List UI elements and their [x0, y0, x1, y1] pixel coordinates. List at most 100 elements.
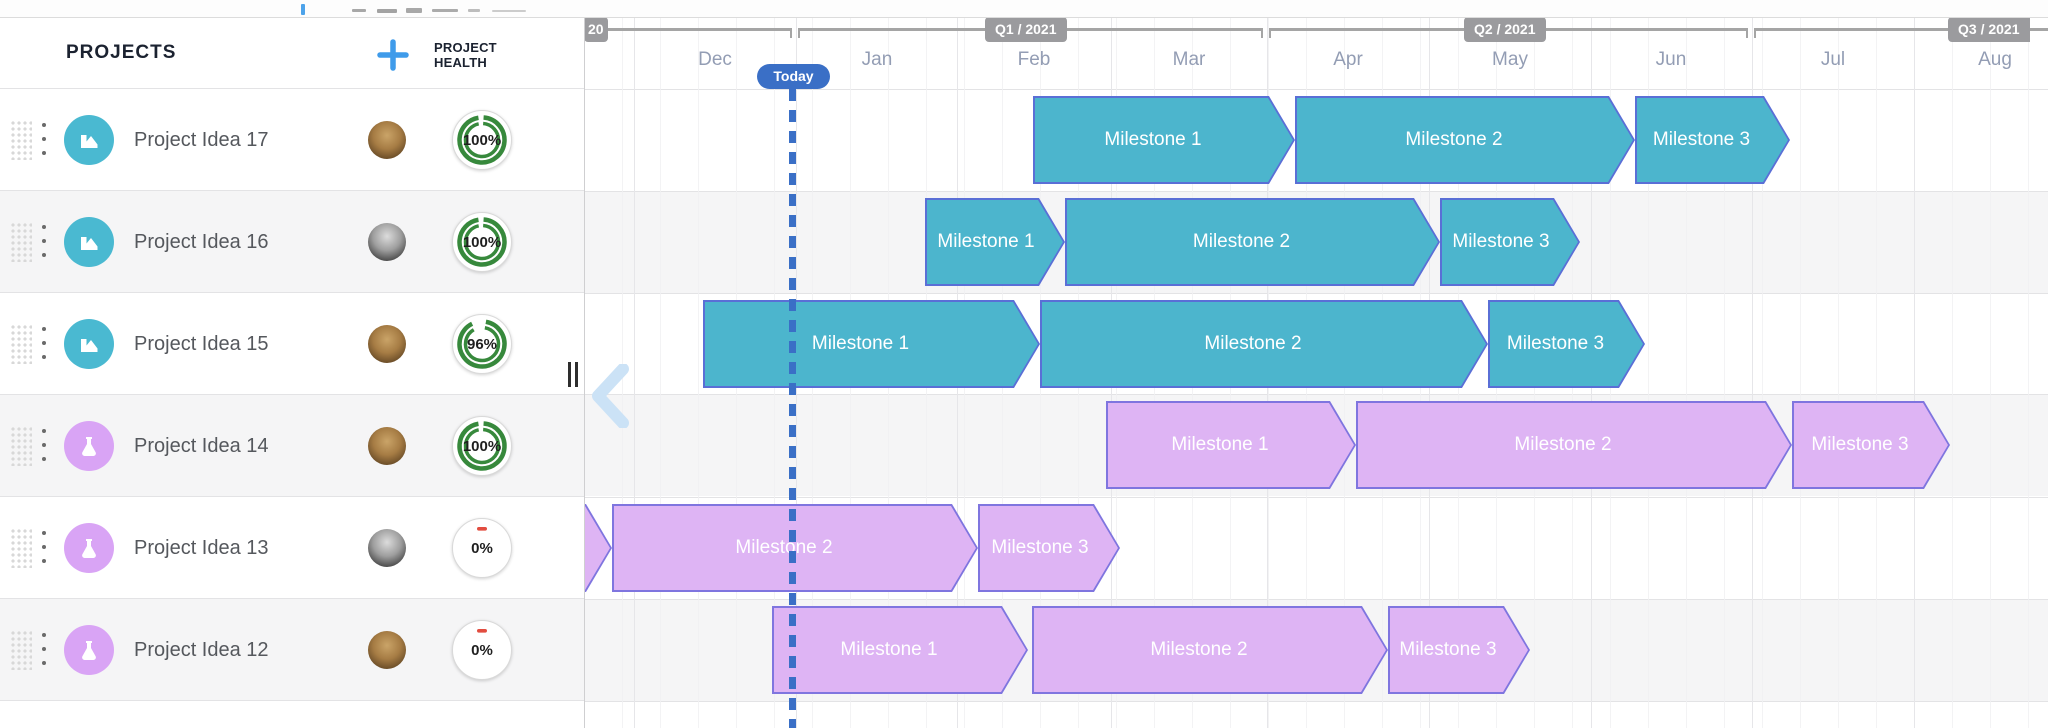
quarter-badge: Q1 / 2021	[985, 17, 1067, 42]
panel-resize-handle[interactable]	[568, 362, 579, 387]
milestone-bar[interactable]: Milestone 3	[1792, 401, 1950, 489]
owner-avatar[interactable]	[368, 427, 406, 465]
quarter-badge: 20	[584, 17, 608, 42]
quarter-badge: Q2 / 2021	[1464, 17, 1546, 42]
project-name[interactable]: Project Idea 13	[134, 536, 269, 559]
project-name[interactable]: Project Idea 17	[134, 128, 269, 151]
kebab-menu-icon[interactable]	[38, 119, 50, 161]
milestone-label: Milestone 3	[1399, 639, 1497, 660]
kebab-menu-icon[interactable]	[38, 221, 50, 263]
milestone-bar[interactable]: Milestone 2	[1295, 96, 1635, 184]
project-type-flask-icon	[64, 625, 114, 675]
owner-avatar[interactable]	[368, 121, 406, 159]
milestone-label: Milestone 1	[937, 231, 1035, 253]
milestone-bar[interactable]: Milestone 1	[703, 300, 1040, 388]
project-row: Project Idea 14 100%	[0, 395, 584, 497]
milestone-label: Milestone 2	[1204, 333, 1302, 354]
quarter-bracket-tick	[1269, 28, 1271, 38]
milestone-bar-fill	[1034, 608, 1386, 692]
health-ring: 0%	[452, 518, 512, 578]
project-type-chart-icon	[64, 319, 114, 369]
drag-handle-icon[interactable]	[10, 426, 32, 466]
health-percent: 0%	[471, 539, 493, 557]
health-column-header: PROJECT HEALTH	[434, 40, 497, 70]
quarter-bracket	[585, 28, 792, 31]
milestone-bar-fill	[1794, 403, 1948, 487]
milestone-bar-fill	[705, 302, 1038, 386]
project-row: Project Idea 13 0%	[0, 497, 584, 599]
project-name[interactable]: Project Idea 16	[134, 230, 269, 253]
milestone-bar[interactable]: Milestone 2	[1065, 198, 1440, 286]
health-ring: 0%	[452, 620, 512, 680]
milestone-bar[interactable]: Milestone 3	[1635, 96, 1790, 184]
collapse-panel-chevron-icon[interactable]	[589, 363, 631, 433]
owner-avatar[interactable]	[368, 529, 406, 567]
toolbar-strip-cutoff	[0, 0, 2048, 18]
milestone-bar[interactable]: Milestone 3	[1440, 198, 1580, 286]
month-label: Feb	[1017, 49, 1051, 70]
today-badge: Today	[757, 64, 830, 89]
drag-handle-icon[interactable]	[10, 222, 32, 262]
milestone-bar[interactable]: Milestone 2	[1040, 300, 1488, 388]
project-name[interactable]: Project Idea 15	[134, 332, 269, 355]
month-gridline	[1752, 18, 1753, 728]
milestone-bar[interactable]: Milestone 1	[1106, 401, 1356, 489]
health-percent: 100%	[462, 131, 502, 149]
health-ring: 100%	[452, 110, 512, 170]
quarter-bracket-tick	[1754, 28, 1756, 38]
milestone-label: Milestone 3	[1652, 129, 1751, 150]
milestone-bar[interactable]: Milestone 2	[1356, 401, 1792, 489]
toolbar-fragment	[492, 10, 526, 12]
milestone-label: Milestone 3	[1506, 333, 1605, 354]
milestone-bar[interactable]: Milestone 3	[1388, 606, 1530, 694]
month-label: Apr	[1333, 49, 1363, 70]
kebab-menu-icon[interactable]	[38, 425, 50, 467]
project-row: Project Idea 12 0%	[0, 599, 584, 701]
drag-handle-icon[interactable]	[10, 630, 32, 670]
drag-handle-icon[interactable]	[10, 120, 32, 160]
month-label: Jan	[861, 49, 893, 70]
milestone-bar[interactable]: Milestone 1	[1033, 96, 1295, 184]
milestone-label: Milestone 1	[840, 639, 938, 660]
owner-avatar[interactable]	[368, 325, 406, 363]
milestone-label: Milestone 2	[1514, 434, 1612, 455]
add-project-button[interactable]	[376, 38, 410, 72]
toolbar-fragment	[352, 9, 366, 12]
milestone-label: Milestone 2	[735, 537, 833, 558]
drag-handle-icon[interactable]	[10, 324, 32, 364]
project-type-flask-icon	[64, 421, 114, 471]
kebab-menu-icon[interactable]	[38, 323, 50, 365]
milestone-bar[interactable]: Milestone 1	[925, 198, 1065, 286]
milestone-label: Milestone 1	[811, 333, 910, 354]
milestone-bar-fill	[980, 506, 1118, 590]
toolbar-fragment	[432, 9, 458, 12]
milestone-bar[interactable]: Milestone 3	[1488, 300, 1645, 388]
milestone-bar[interactable]: Milestone 2	[1032, 606, 1388, 694]
health-percent: 0%	[471, 641, 493, 659]
drag-handle-icon[interactable]	[10, 528, 32, 568]
project-type-chart-icon	[64, 115, 114, 165]
milestone-bar[interactable]: Milestone 1	[772, 606, 1028, 694]
quarter-bracket-tick	[790, 28, 792, 38]
toolbar-fragment	[301, 4, 305, 15]
milestone-bar[interactable]: Milestone 3	[978, 504, 1120, 592]
month-label: Aug	[1978, 49, 2012, 70]
project-row: Project Idea 15 96%	[0, 293, 584, 395]
plus-icon	[377, 39, 409, 71]
owner-avatar[interactable]	[368, 631, 406, 669]
month-gridline	[1914, 18, 1915, 728]
kebab-menu-icon[interactable]	[38, 629, 50, 671]
health-percent: 100%	[462, 233, 502, 251]
project-name[interactable]: Project Idea 12	[134, 638, 269, 661]
milestone-label: Milestone 3	[1811, 434, 1909, 455]
milestone-bar-fill	[1637, 98, 1788, 182]
milestone-label: Milestone 2	[1192, 231, 1291, 252]
owner-avatar[interactable]	[368, 223, 406, 261]
milestone-bar-fill	[1442, 200, 1578, 284]
kebab-menu-icon[interactable]	[38, 527, 50, 569]
project-name[interactable]: Project Idea 14	[134, 434, 269, 457]
milestone-bar-fill	[927, 200, 1063, 284]
milestone-label: Milestone 1	[1104, 129, 1202, 150]
health-percent: 100%	[462, 437, 502, 455]
